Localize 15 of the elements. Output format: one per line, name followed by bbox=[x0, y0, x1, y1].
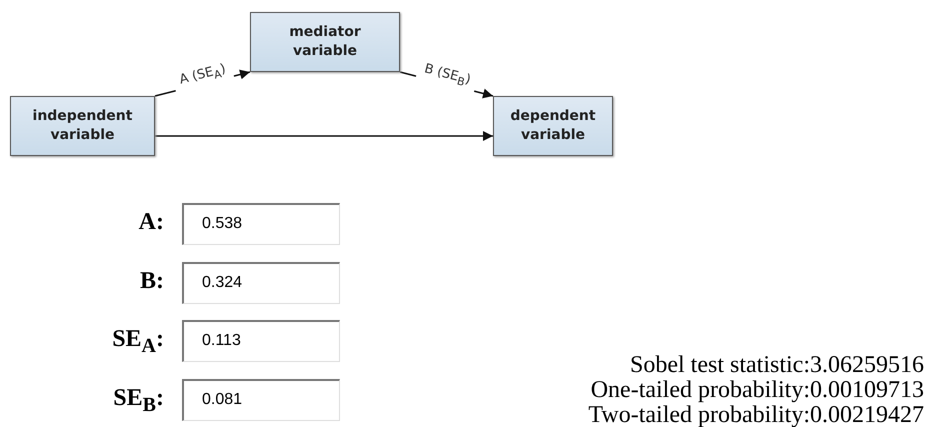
input-field: 0.113 bbox=[182, 320, 340, 362]
field-label: A: bbox=[138, 209, 164, 236]
variable-box: dependent variable bbox=[493, 96, 613, 156]
variable-box: independent variable bbox=[10, 96, 155, 156]
input-field: 0.538 bbox=[182, 203, 340, 245]
field-label: SE$_{B}$: bbox=[112, 384, 164, 416]
field-label: B: bbox=[139, 268, 164, 294]
result-text: One-tailed probability:0.00109713 bbox=[590, 377, 924, 404]
variable-box: mediator variable bbox=[250, 12, 400, 72]
field-label: SE$_{A}$: bbox=[111, 326, 164, 358]
result-text: Sobel test statistic:3.06259516 bbox=[630, 352, 924, 379]
input-field: 0.324 bbox=[182, 262, 340, 304]
input-field: 0.081 bbox=[182, 378, 340, 420]
result-text: Two-tailed probability:0.00219427 bbox=[588, 402, 924, 427]
arrow bbox=[155, 131, 493, 141]
